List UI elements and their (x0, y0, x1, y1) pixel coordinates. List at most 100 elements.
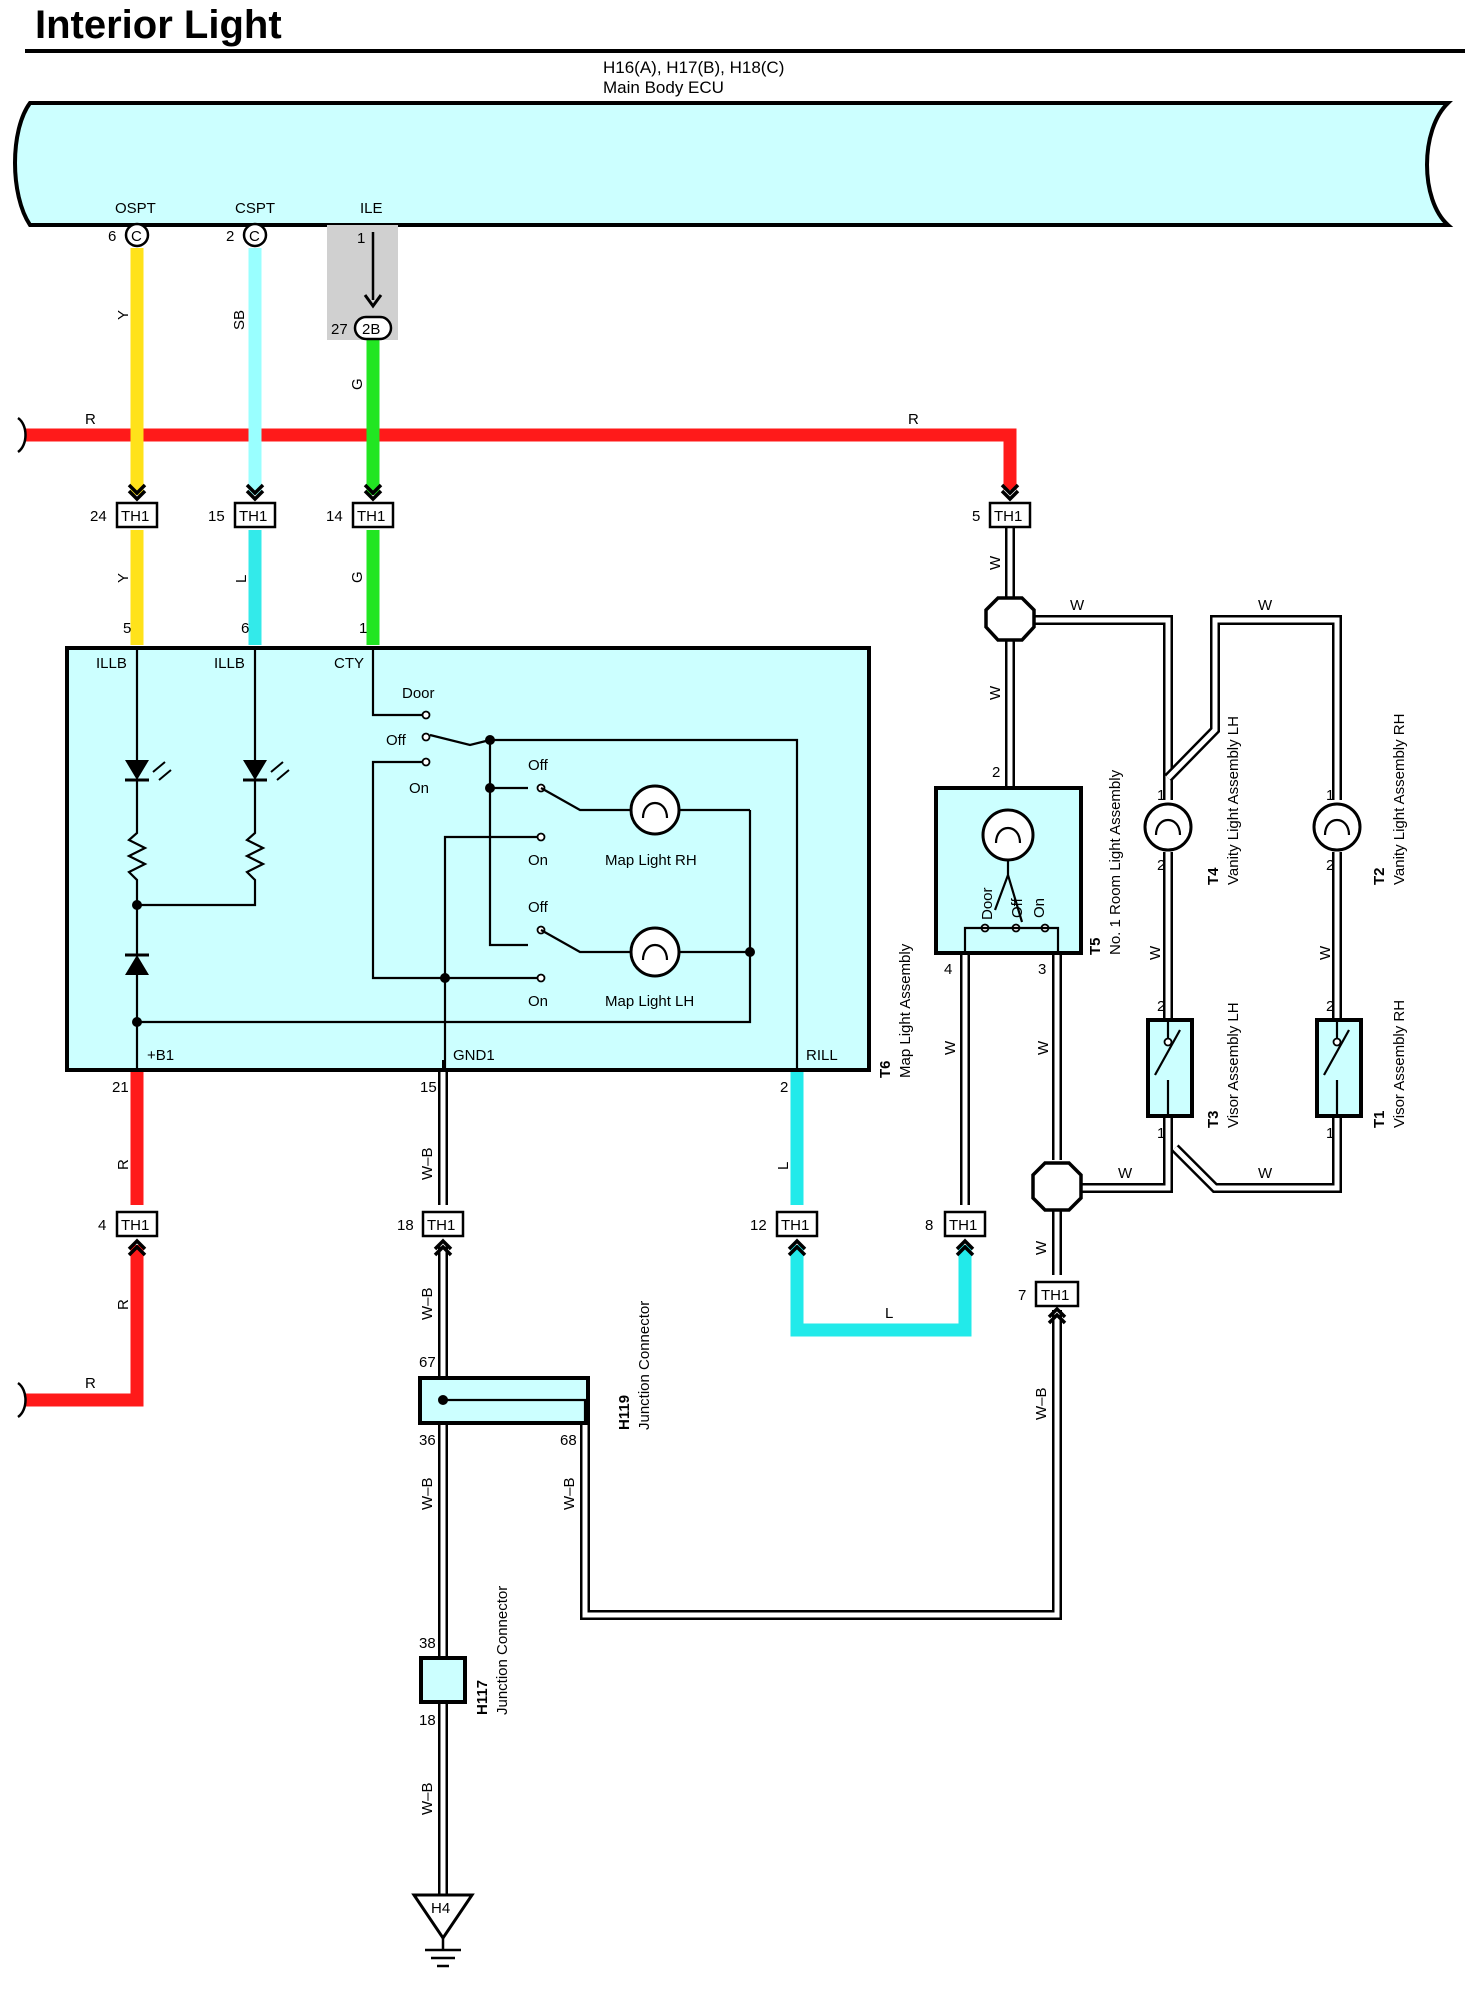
pin-num-ile: 1 (357, 230, 365, 247)
map-pin-illb-2: ILLB (214, 655, 245, 672)
ecu-name: Main Body ECU (603, 78, 724, 97)
wire-label-r-3: R (115, 1159, 132, 1170)
wire-label-w-11: W (1033, 1240, 1050, 1255)
map-switch-on-1: On (409, 780, 429, 797)
vanity-rh-bulb-icon (1312, 802, 1362, 852)
h119-pin-67: 67 (419, 1354, 436, 1371)
wire-label-wb-6: W–B (1033, 1387, 1050, 1420)
pin-num-cspt: 2 (226, 228, 234, 245)
map-rh-on: On (528, 852, 548, 869)
main-body-ecu (13, 101, 1454, 227)
vanity-lh-id: T4 (1205, 867, 1222, 885)
ground-symbol-icon (425, 1938, 461, 1968)
room-light-assembly: 2 Door Off On 4 3 (934, 764, 1083, 978)
visor-assembly-lh: 2 1 (1146, 998, 1194, 1142)
wire-label-wb-4: W–B (419, 1782, 436, 1815)
led-icon-2 (243, 760, 267, 780)
th1-connector-14 (351, 501, 395, 529)
visor-lh-name: Visor Assembly LH (1225, 1002, 1242, 1128)
th1-connectors: 24 TH1 15 TH1 14 TH1 5 TH1 4 TH1 18 TH1 … (90, 483, 1080, 1325)
th1-connector-24 (115, 501, 159, 529)
room-pin-2: 2 (992, 764, 1000, 781)
h119-pin-36: 36 (419, 1432, 436, 1449)
th1-connector-4 (115, 1210, 159, 1238)
visor-rh-pin-1: 1 (1326, 1125, 1334, 1142)
map-pin-illb-1: ILLB (96, 655, 127, 672)
room-switch-door: Door (979, 887, 996, 920)
ecu-pin-cspt: CSPT (235, 200, 275, 217)
ile-arrow (363, 294, 383, 309)
th1-connector-15 (233, 501, 277, 529)
visor-rh-name: Visor Assembly RH (1391, 1000, 1408, 1128)
vanity-light-rh: 1 2 (1312, 787, 1362, 874)
room-light-name: No. 1 Room Light Assembly (1107, 769, 1124, 955)
map-pin-num-15: 15 (420, 1079, 437, 1096)
h117-pin-38: 38 (419, 1635, 436, 1652)
th1-label-14: TH1 (357, 508, 385, 525)
map-light-rh-bulb-icon (629, 784, 681, 836)
wire-r-bottom (25, 1245, 144, 1407)
room-pin-4: 4 (944, 961, 952, 978)
th1-connector-12 (775, 1210, 819, 1238)
connector-c-cspt (242, 222, 268, 248)
map-light-id: T6 (877, 1060, 894, 1078)
th1-pin-4: 4 (98, 1217, 106, 1234)
led-icon-1 (125, 760, 149, 780)
map-pin-gnd1: GND1 (453, 1047, 495, 1064)
wire-w-room-light (960, 528, 1342, 1275)
map-pin-num-5: 5 (123, 620, 131, 637)
wire-label-g-1: G (349, 378, 366, 390)
junction-connector-h117: 38 18 (419, 1635, 467, 1729)
wire-label-y-1: Y (115, 310, 132, 320)
map-light-box (65, 646, 871, 1072)
wire-color-labels: Y SB G R R Y L G R R R L L W–B W–B W–B W… (85, 310, 1334, 1815)
wire-label-wb-2: W–B (419, 1287, 436, 1320)
h117-id: H117 (474, 1680, 491, 1715)
wire-wb-h119-to-th1 (580, 1310, 1062, 1620)
wire-label-g-2: G (349, 571, 366, 583)
th1-pin-12: 12 (750, 1217, 767, 1234)
visor-rh-id: T1 (1371, 1110, 1388, 1128)
h119-id: H119 (616, 1395, 633, 1430)
vanity-rh-id: T2 (1371, 867, 1388, 885)
wire-label-l-2: L (775, 1162, 792, 1170)
wire-break-bottom (17, 1381, 27, 1419)
map-pin-rill: RILL (806, 1047, 838, 1064)
map-lh-on: On (528, 993, 548, 1010)
connector-c-ospt (124, 222, 150, 248)
wire-label-l-3: L (885, 1305, 893, 1322)
wire-label-r-2: R (908, 411, 919, 428)
room-light-bulb-icon (981, 808, 1035, 862)
ground-h4: H4 (411, 1893, 475, 1968)
th1-pin-15: 15 (208, 508, 225, 525)
ground-id: H4 (431, 1900, 450, 1917)
wire-label-sb: SB (231, 310, 248, 330)
th1-pin-7: 7 (1018, 1287, 1026, 1304)
th1-pin-8: 8 (925, 1217, 933, 1234)
h117-name: Junction Connector (494, 1586, 511, 1715)
wire-break-top (17, 416, 27, 454)
th1-pin-18: 18 (397, 1217, 414, 1234)
map-light-lh-label: Map Light LH (605, 993, 694, 1010)
map-switch-door: Door (402, 685, 435, 702)
th1-pin-24: 24 (90, 508, 107, 525)
ground-triangle-icon (411, 1893, 475, 1941)
vanity-lh-bulb-icon (1143, 802, 1193, 852)
map-rh-off: Off (528, 757, 549, 774)
vanity-lh-pin-2: 2 (1157, 857, 1165, 874)
map-pin-num-1: 1 (359, 620, 367, 637)
vanity-light-lh: 1 2 (1143, 787, 1193, 874)
vanity-rh-pin-2: 2 (1326, 857, 1334, 874)
visor-lh-pin-2: 2 (1157, 998, 1165, 1015)
map-pin-num-21: 21 (112, 1079, 129, 1096)
vanity-lh-name: Vanity Light Assembly LH (1225, 716, 1242, 885)
h119-pin-68: 68 (560, 1432, 577, 1449)
th1-label-5: TH1 (994, 508, 1022, 525)
wire-label-w-7: W (942, 1040, 959, 1055)
wire-label-w-8: W (1035, 1040, 1052, 1055)
connector-c-cspt-label: C (249, 228, 260, 245)
ecu-pin-ile: ILE (360, 200, 383, 217)
splice-top (984, 596, 1036, 642)
h117-pin-18: 18 (419, 1712, 436, 1729)
